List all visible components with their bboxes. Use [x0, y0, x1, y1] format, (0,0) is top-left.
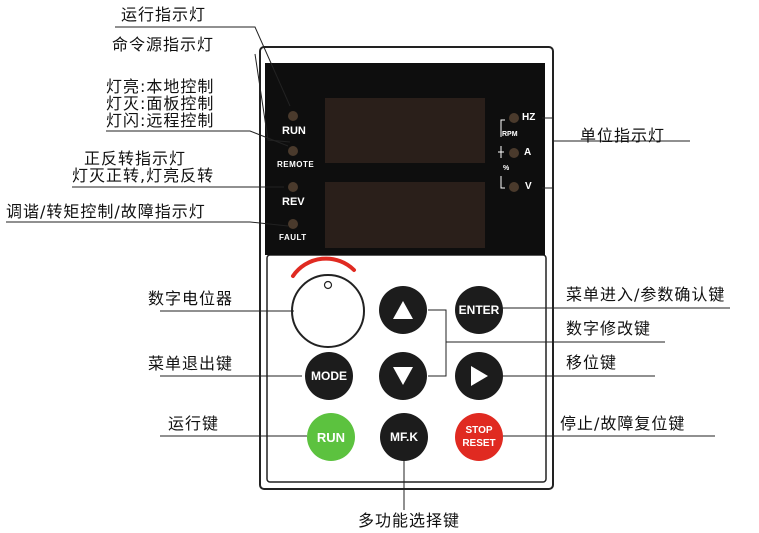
unit-indicator-label: 单位指示灯: [580, 126, 666, 145]
run-led: [288, 111, 298, 121]
lamp-flash-remote-label: 灯闪:远程控制: [106, 111, 215, 130]
multi-func-key-label: 多功能选择键: [358, 511, 461, 530]
mfk-button[interactable]: MF.K: [380, 413, 428, 461]
digit-modify-key-label: 数字修改键: [566, 319, 652, 338]
v-led: [509, 182, 519, 192]
unit-pct-label: %: [503, 165, 510, 172]
fault-led-label: FAULT: [279, 233, 307, 242]
unit-v-label: V: [525, 181, 532, 192]
right-arrow-icon: [471, 366, 488, 386]
a-led: [509, 148, 519, 158]
rev-led-label: REV: [282, 196, 305, 208]
cmd-source-indicator-label: 命令源指示灯: [112, 35, 215, 54]
up-arrow-icon: [393, 301, 413, 319]
run-led-label: RUN: [282, 125, 306, 137]
shift-key-label: 移位键: [566, 353, 618, 372]
stop-reset-button[interactable]: STOP RESET: [455, 413, 503, 461]
rev-led: [288, 182, 298, 192]
run-button[interactable]: RUN: [307, 413, 355, 461]
lower-display-window: [325, 182, 485, 248]
reset-label: RESET: [462, 438, 496, 449]
down-arrow-icon: [393, 367, 413, 385]
unit-a-label: A: [524, 147, 532, 158]
stop-reset-key-label: 停止/故障复位键: [560, 414, 686, 433]
run-key-label: 运行键: [168, 414, 220, 433]
mode-button[interactable]: MODE: [305, 352, 353, 400]
potentiometer-mark: [323, 280, 333, 290]
potentiometer-arc: [291, 256, 356, 278]
menu-enter-key-label: 菜单进入/参数确认键: [566, 285, 726, 304]
run-indicator-label: 运行指示灯: [121, 5, 207, 24]
fwd-rev-desc-label: 灯灭正转,灯亮反转: [72, 166, 215, 185]
hz-led: [509, 113, 519, 123]
up-button[interactable]: [379, 286, 427, 334]
enter-button[interactable]: ENTER: [455, 286, 503, 334]
shift-button[interactable]: [455, 352, 503, 400]
fault-led: [288, 219, 298, 229]
upper-display-window: [325, 98, 485, 163]
stop-label: STOP: [465, 425, 493, 436]
unit-hz-label: HZ: [522, 112, 536, 123]
potentiometer-label: 数字电位器: [148, 289, 234, 308]
lamp-off-panel-label: 灯灭:面板控制: [106, 94, 215, 113]
menu-exit-key-label: 菜单退出键: [148, 354, 234, 373]
remote-led: [288, 146, 298, 156]
unit-rpm-label: RPM: [502, 131, 518, 138]
down-button[interactable]: [379, 352, 427, 400]
remote-led-label: REMOTE: [277, 160, 315, 169]
fault-indicator-label: 调谐/转矩控制/故障指示灯: [6, 202, 206, 221]
lamp-on-local-label: 灯亮:本地控制: [106, 77, 215, 96]
fwd-rev-indicator-label: 正反转指示灯: [84, 149, 187, 168]
